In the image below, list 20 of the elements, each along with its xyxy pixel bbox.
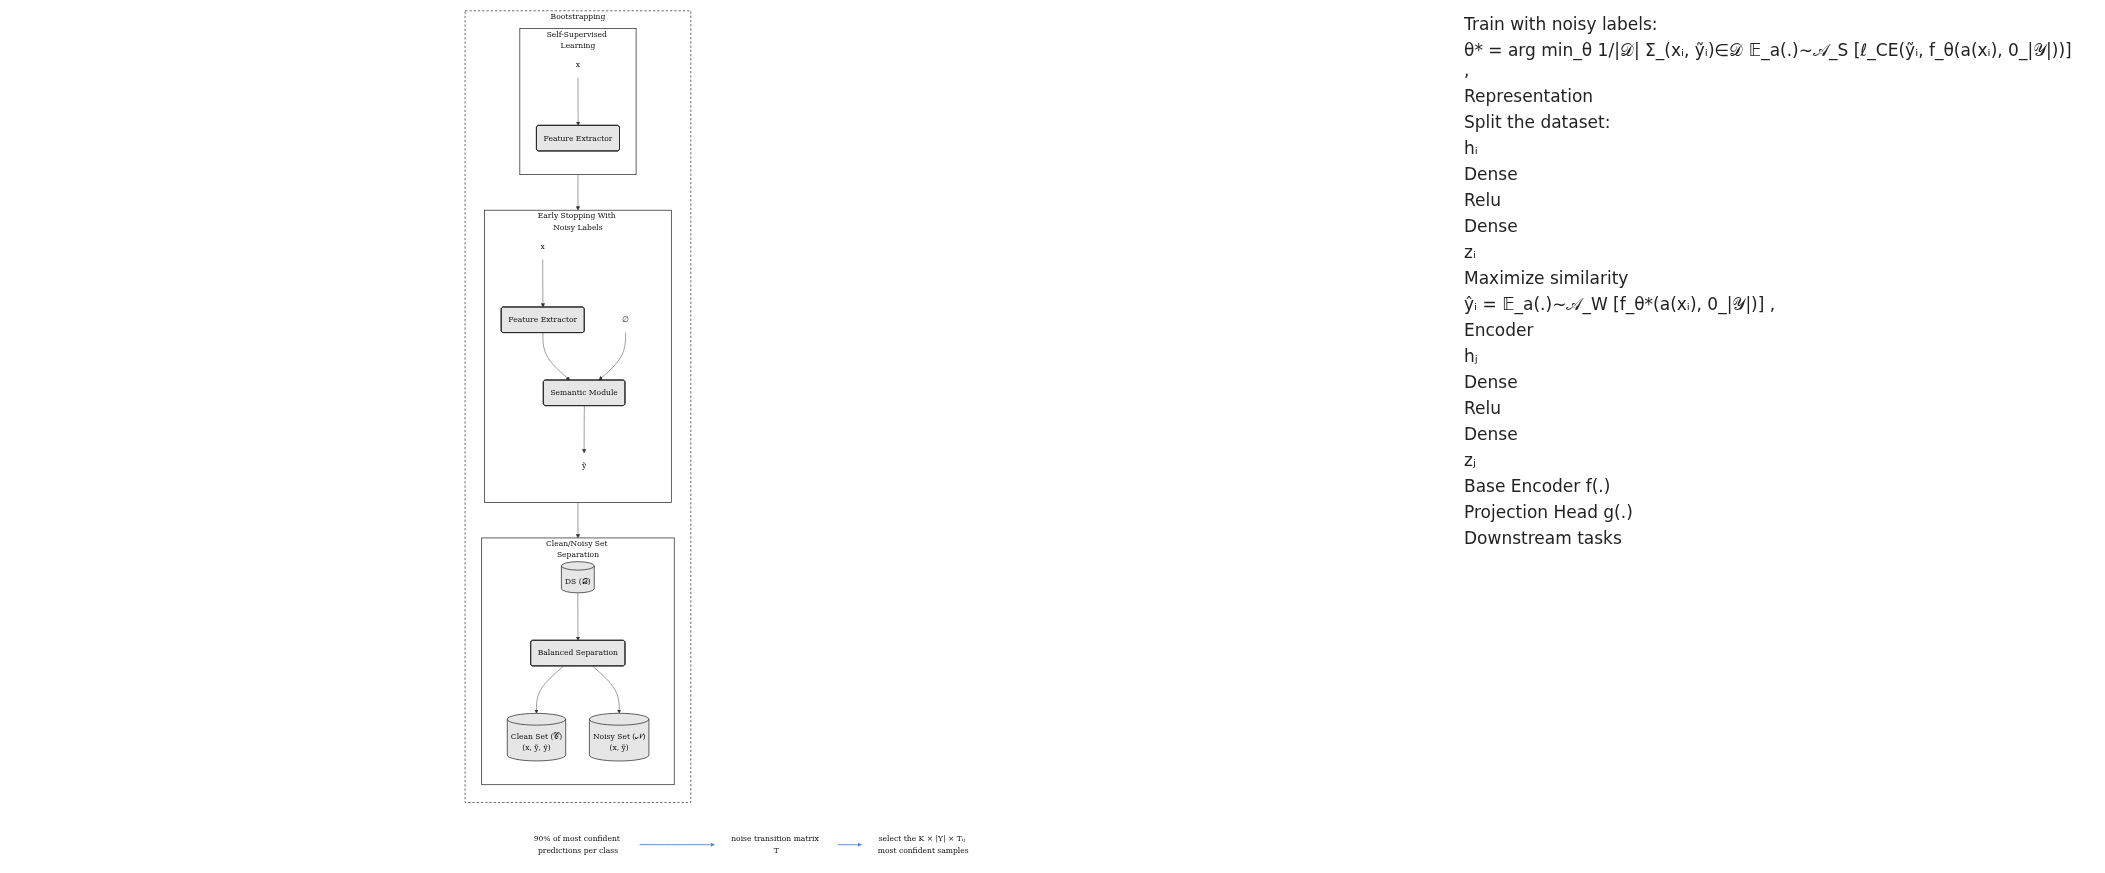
- note-text: Split the dataset:: [1464, 112, 1612, 132]
- note-text: hⱼ: [1464, 346, 1479, 366]
- note-text: Encoder: [1464, 320, 1535, 340]
- note-text: Relu: [1464, 190, 1502, 210]
- note-text: Maximize similarity: [1464, 268, 1630, 288]
- note-text: Representation: [1464, 86, 1595, 106]
- note-text: Dense: [1464, 164, 1519, 184]
- note-text: Train with noisy labels:: [1464, 14, 1659, 34]
- note-text: hᵢ: [1464, 138, 1479, 158]
- note-text: Dense: [1464, 424, 1519, 444]
- note-text: Base Encoder f(.): [1464, 476, 1612, 496]
- note-text: Downstream tasks: [1464, 528, 1623, 548]
- note-text: Projection Head g(.): [1464, 502, 1634, 522]
- note-text: Dense: [1464, 372, 1519, 392]
- note-text: zⱼ: [1464, 450, 1477, 470]
- note-text: Dense: [1464, 216, 1519, 236]
- note-text: Relu: [1464, 398, 1502, 418]
- note-text: zᵢ: [1464, 242, 1477, 262]
- note-text: θ* = arg min_θ 1/|𝒟| Σ_(xᵢ, ỹᵢ)∈𝒟 𝔼_a(.)∼𝒜_S [ℓ_CE(ỹᵢ, f_θ(a(xᵢ), 0_|𝒴|))] ,: [1464, 40, 2073, 80]
- note-text: ŷᵢ = 𝔼_a(.)∼𝒜_W [f_θ*(a(xᵢ), 0_|𝒴|)] ,: [1464, 294, 1777, 314]
